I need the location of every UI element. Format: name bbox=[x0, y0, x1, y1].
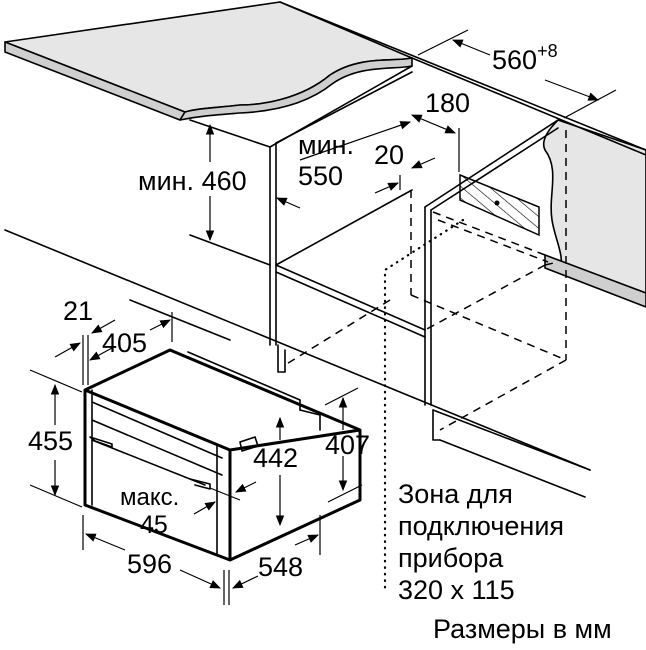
width-value: 596 bbox=[127, 549, 173, 579]
min-depth-prefix: мин. bbox=[298, 130, 355, 160]
opening-width-value: 560 bbox=[492, 45, 538, 75]
opening-width-tolerance: +8 bbox=[537, 41, 558, 61]
min-height-label: мин. 460 bbox=[138, 168, 247, 195]
connection-zone-caption: Зона для подключения прибора 320 x 115 bbox=[398, 478, 564, 606]
side-height-value: 407 bbox=[325, 430, 371, 460]
connection-zone-line-3: прибора bbox=[398, 543, 504, 573]
door-clearance-value: 45 bbox=[140, 511, 168, 539]
connection-offset-value: 180 bbox=[425, 88, 471, 118]
door-clearance-prefix: макс. bbox=[120, 484, 180, 511]
connection-hatch bbox=[459, 173, 540, 237]
body-height-value: 442 bbox=[253, 443, 299, 473]
units-note: Размеры в мм bbox=[433, 614, 612, 644]
depth-value: 548 bbox=[258, 552, 304, 582]
hidden-lines bbox=[284, 130, 567, 431]
rear-gap-value: 20 bbox=[374, 140, 405, 170]
oven-body bbox=[83, 348, 362, 562]
countertop-right bbox=[542, 119, 646, 308]
top-depth-value: 405 bbox=[102, 328, 148, 358]
countertop-left bbox=[4, 1, 413, 121]
cabinet-frame bbox=[4, 1, 646, 498]
opening-width-label: 560+8 bbox=[492, 42, 558, 75]
front-panel-thickness-value: 21 bbox=[63, 296, 94, 326]
front-height-value: 455 bbox=[28, 426, 74, 456]
connection-zone-line-4: 320 x 115 bbox=[398, 575, 515, 605]
min-depth-value: 550 bbox=[298, 161, 344, 191]
dimension-lines bbox=[29, 29, 617, 605]
min-height-prefix: мин. bbox=[138, 166, 195, 196]
min-height-value: 460 bbox=[201, 166, 247, 196]
connection-zone-line-2: подключения bbox=[398, 511, 565, 541]
connection-zone-line-1: Зона для bbox=[398, 479, 513, 509]
